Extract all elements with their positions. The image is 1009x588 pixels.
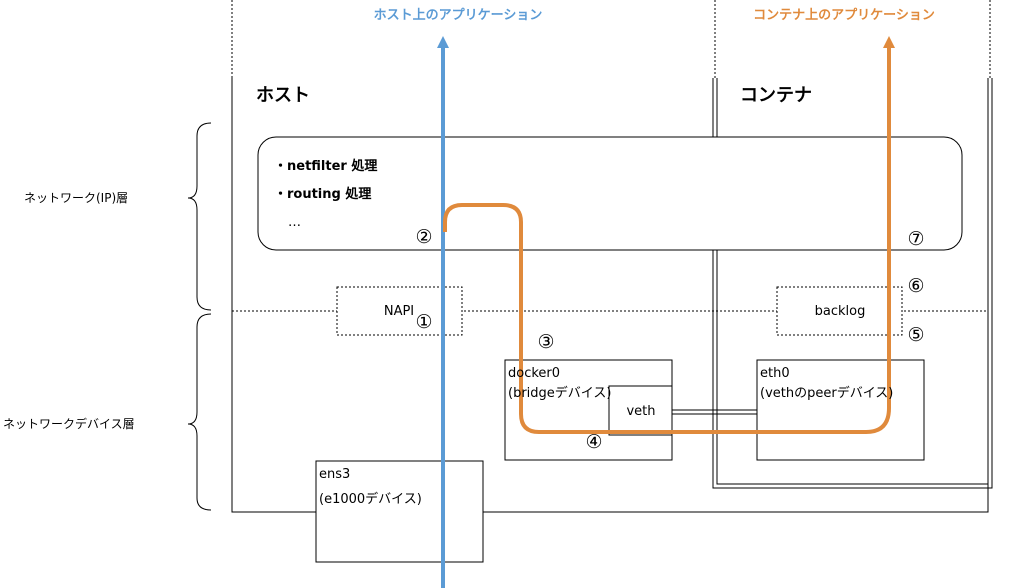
step-5-marker: ⑤ (907, 324, 924, 346)
processing-item-netfilter: ・netfilter 処理 (274, 158, 377, 174)
step-3-marker: ③ (537, 331, 554, 353)
veth-box (608, 385, 673, 436)
ens3-desc: (e1000デバイス) (319, 491, 422, 507)
network-layer-bracket (187, 122, 212, 311)
eth0-desc: (vethのpeerデバイス) (760, 385, 893, 401)
napi-label: NAPI (384, 304, 414, 319)
device-layer-label: ネットワークデバイス層 (3, 416, 135, 431)
device-layer-bracket (187, 313, 212, 511)
network-layer-label: ネットワーク(IP)層 (24, 191, 128, 205)
container-outline-outer (712, 78, 993, 489)
docker0-name: docker0 (508, 366, 560, 381)
backlog-label: backlog (815, 304, 866, 319)
ens3-name: ens3 (319, 467, 350, 482)
docker0-desc: (bridgeデバイス) (508, 385, 611, 401)
container-path-arrowhead (883, 36, 895, 48)
eth0-box (756, 359, 925, 461)
processing-item-routing: ・routing 処理 (274, 186, 371, 202)
host-path-arrowhead (437, 36, 449, 48)
step-7-marker: ⑦ (907, 228, 924, 250)
veth-label: veth (626, 404, 655, 419)
container-outline-inner (716, 78, 989, 485)
host-title: ホスト (256, 85, 310, 106)
container-path-line (443, 46, 891, 434)
ip-processing-box (257, 136, 963, 251)
step-2-marker: ② (415, 226, 432, 248)
backlog-box (776, 286, 903, 336)
step-6-marker: ⑥ (907, 275, 924, 297)
step-1-marker: ① (415, 311, 432, 333)
eth0-name: eth0 (760, 366, 790, 381)
container-app-header: コンテナ上のアプリケーション (753, 8, 935, 23)
processing-item-more: … (288, 215, 301, 230)
step-4-marker: ④ (585, 431, 602, 453)
host-app-header: ホスト上のアプリケーション (374, 8, 543, 23)
ens3-box (315, 460, 484, 563)
container-title: コンテナ (740, 85, 812, 106)
